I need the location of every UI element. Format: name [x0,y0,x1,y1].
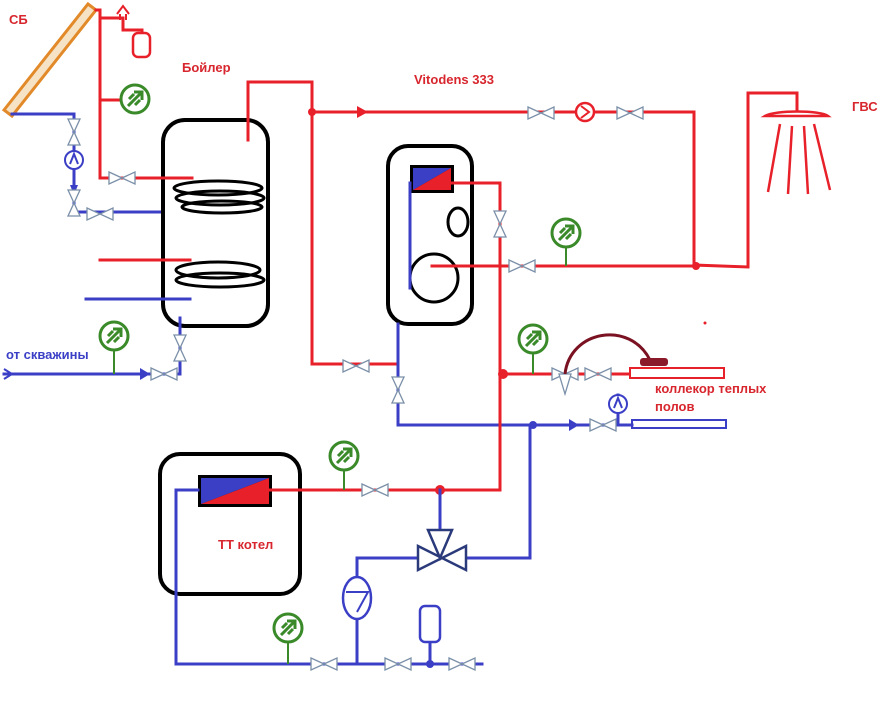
solar-hot-line [94,8,207,180]
shutoff-valve-icon [616,106,644,120]
safety-group [98,4,152,59]
check-valve-icon [140,368,150,380]
coil-icon [84,258,266,301]
shutoff-valve-icon [493,210,507,238]
shutoff-valve-icon [67,189,81,217]
shutoff-valve-icon [508,259,536,273]
expansion-tank-icon [418,604,442,644]
floor-manifold-label-1: коллекор теплых [655,381,767,396]
well-label: от скважины [6,347,89,362]
heat-exchanger-icon [410,165,454,193]
boiler-tank [161,118,270,328]
shower-icon [760,110,832,195]
pressure-gauge-icon [272,612,304,644]
heat-exchanger-icon [198,475,272,507]
vitodens-label: Vitodens 333 [414,72,494,87]
circulation-pump-icon [341,575,373,621]
circulation-pump-icon [64,150,84,170]
boiler-hot-line [246,80,398,366]
floor-manifold-supply [629,367,725,379]
shutoff-valve-icon [67,118,81,146]
shutoff-valve-icon [361,483,389,497]
pressure-gauge-icon [550,217,582,249]
shutoff-valve-icon [584,367,612,381]
expansion-tank-icon [131,31,152,59]
pressure-gauge-icon [98,320,130,352]
pressure-gauge-icon [119,83,151,115]
tt-supply-line [268,372,502,495]
shutoff-valve-icon [108,171,136,185]
shutoff-valve-icon [173,334,187,362]
shutoff-valve-icon [310,657,338,671]
boiler-label: Бойлер [182,60,231,75]
shutoff-valve-icon [391,376,405,404]
pressure-gauge-icon [328,440,360,472]
check-valve-icon [357,106,368,118]
coil-icon [158,176,266,215]
circulation-pump-icon [574,101,596,123]
shutoff-valve-icon [150,367,178,381]
dhw-hot-line [308,91,799,270]
check-valve-icon [569,419,579,431]
shutoff-valve-icon [86,207,114,221]
shutoff-valve-icon [527,106,555,120]
solar-label: СБ [9,12,28,27]
pressure-gauge-icon [517,323,549,355]
shutoff-valve-icon [448,657,476,671]
hot-water-label: ГВС [852,99,878,114]
three-way-valve-icon [551,333,668,397]
circulation-pump-icon [608,394,628,414]
floor-manifold-return [631,419,727,429]
tt-boiler-label: ТТ котел [218,537,273,552]
three-way-valve-icon [416,528,468,573]
shutoff-valve-icon [589,418,617,432]
shutoff-valve-icon [342,359,370,373]
shutoff-valve-icon [384,657,412,671]
floor-manifold-label-2: полов [655,399,695,414]
